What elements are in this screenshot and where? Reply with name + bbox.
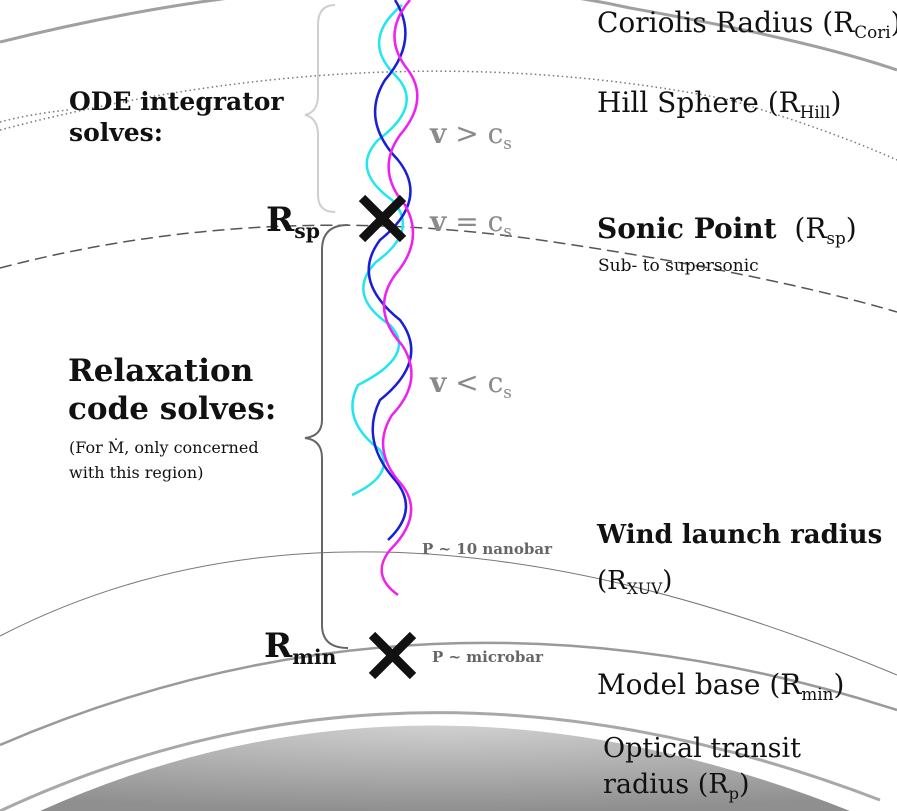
wind-launch-arc bbox=[0, 551, 897, 676]
planet-body bbox=[40, 725, 850, 811]
sonic-arc bbox=[0, 224, 897, 313]
streamline-magenta bbox=[380, 0, 419, 597]
streamline-blue bbox=[367, 0, 413, 541]
streamline-cyan bbox=[351, 4, 408, 497]
rmin-label: Rmin bbox=[264, 626, 337, 670]
ode-integrator-label: ODE integrator solves: bbox=[69, 87, 284, 147]
optical-arc bbox=[0, 711, 881, 811]
sonic-point-note: Sub- to supersonic bbox=[598, 256, 759, 276]
velocity-sonic: v = cs bbox=[430, 205, 512, 241]
sonic-point-label: Sonic Point (Rsp) bbox=[597, 212, 857, 248]
relaxation-brace bbox=[304, 224, 349, 649]
pressure-microbar: P ~ microbar bbox=[432, 648, 544, 666]
hill-label: Hill Sphere (RHill) bbox=[597, 86, 842, 122]
velocity-supersonic: v > cs bbox=[430, 117, 512, 153]
model-base-x-marker bbox=[368, 631, 417, 680]
wind-launch-label: (RXUV) bbox=[597, 566, 673, 599]
optical-transit-line1: Optical transit bbox=[603, 733, 801, 764]
coriolis-label: Coriolis Radius (RCori) bbox=[597, 6, 897, 42]
rsp-label: Rsp bbox=[266, 200, 321, 244]
model-base-arc bbox=[0, 641, 897, 747]
ode-leader-line bbox=[0, 109, 69, 123]
hill-arc bbox=[0, 70, 897, 161]
pressure-nanobar: P ~ 10 nanobar bbox=[422, 540, 553, 558]
ode-brace bbox=[304, 4, 336, 213]
sonic-point-x-marker bbox=[358, 194, 407, 243]
relaxation-note: (For Ṁ, only concerned with this region) bbox=[69, 438, 259, 482]
model-base-label: Model base (Rmin) bbox=[597, 668, 845, 704]
wind-launch-title: Wind launch radius bbox=[597, 520, 883, 550]
coriolis-arc bbox=[0, 0, 897, 72]
velocity-subsonic: v < cs bbox=[430, 366, 512, 402]
relaxation-label: Relaxation code solves: bbox=[68, 353, 277, 427]
optical-transit-line2: radius (Rp) bbox=[603, 769, 750, 803]
